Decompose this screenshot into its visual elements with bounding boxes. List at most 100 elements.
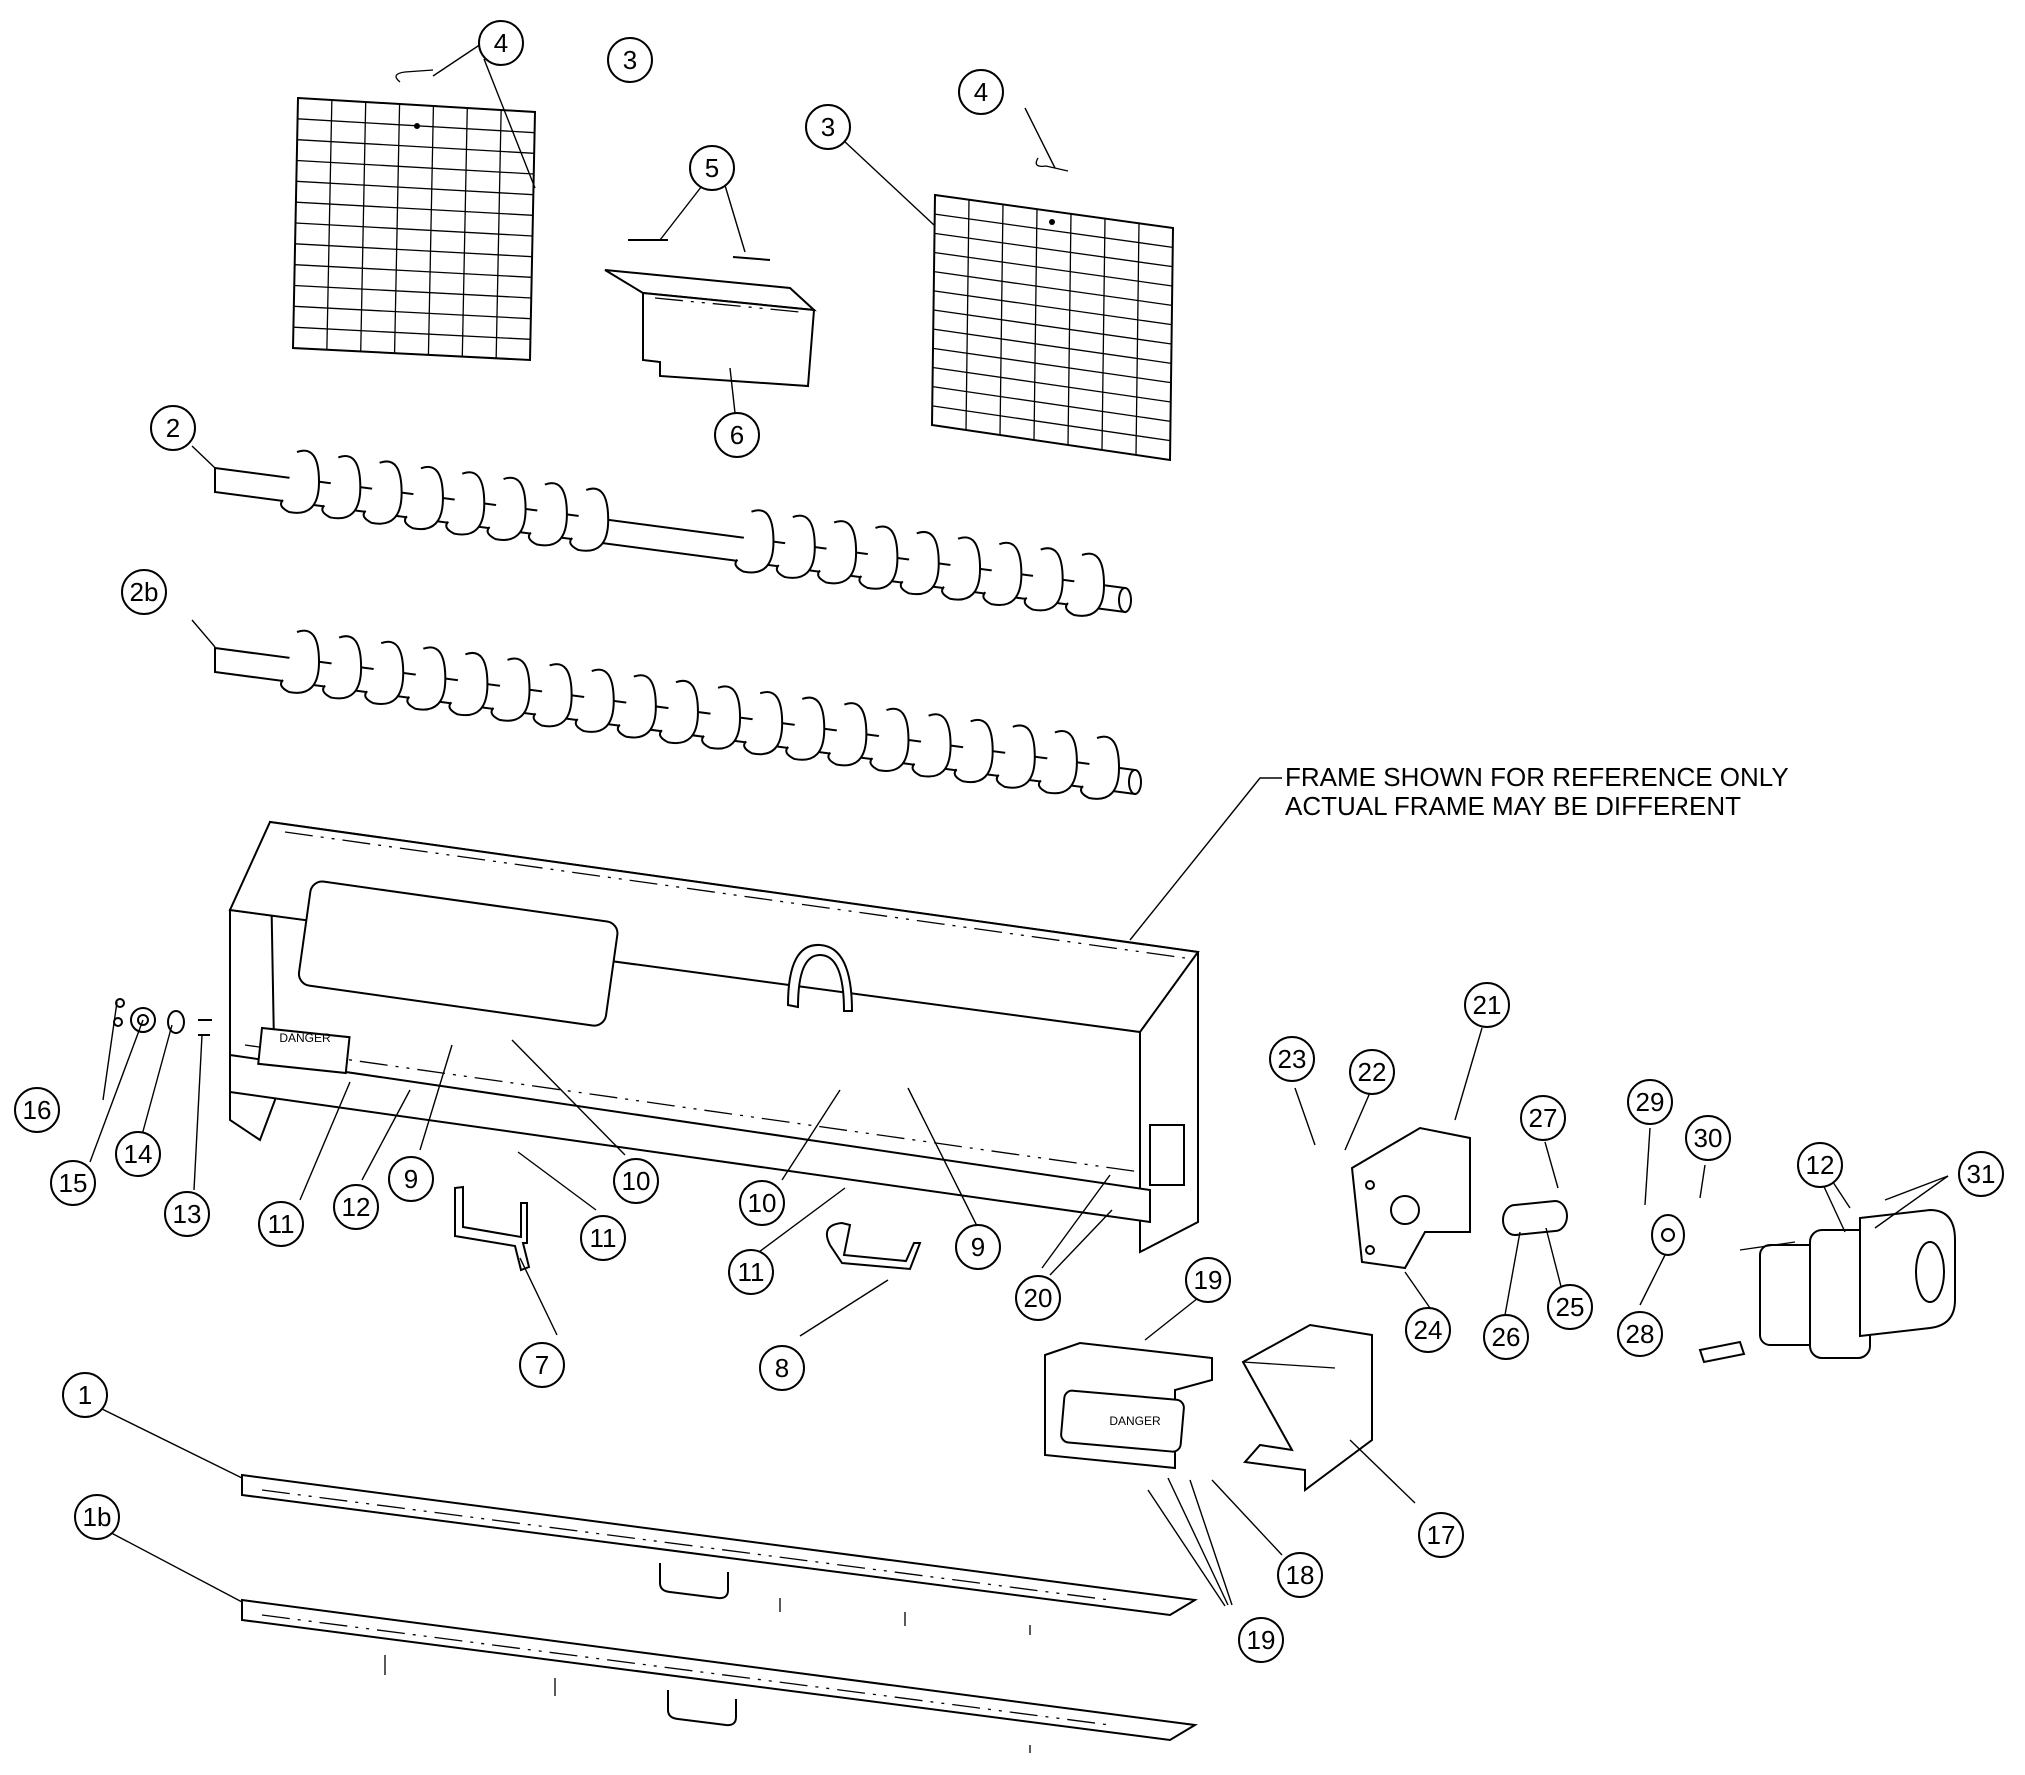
svg-text:31: 31 — [1967, 1159, 1996, 1189]
hopper-frame: DANGER — [228, 820, 1200, 1254]
svg-text:27: 27 — [1529, 1103, 1558, 1133]
callout-23: 23 — [1269, 1036, 1315, 1082]
cover-plate — [604, 269, 817, 388]
svg-text:25: 25 — [1556, 1292, 1585, 1322]
callout-15: 15 — [50, 1160, 96, 1206]
frame-danger-decal: DANGER — [279, 1031, 331, 1045]
svg-text:8: 8 — [775, 1353, 789, 1383]
svg-text:20: 20 — [1024, 1283, 1053, 1313]
callout-18: 18 — [1277, 1552, 1323, 1598]
callout-27: 27 — [1520, 1095, 1566, 1141]
note-line-1: FRAME SHOWN FOR REFERENCE ONLY — [1285, 762, 1789, 792]
handle-8 — [826, 1221, 922, 1271]
callout-4a: 4 — [478, 20, 524, 66]
callout-9b: 9 — [955, 1224, 1001, 1270]
pins-5 — [628, 239, 771, 261]
svg-text:3: 3 — [821, 112, 835, 142]
callout-1b: 1b — [74, 1494, 120, 1540]
svg-text:15: 15 — [59, 1168, 88, 1198]
svg-text:2: 2 — [166, 413, 180, 443]
callout-11c: 11 — [728, 1249, 774, 1295]
skid-1 — [241, 1473, 1198, 1635]
callout-12b: 12 — [1797, 1142, 1843, 1188]
callout-8: 8 — [759, 1345, 805, 1391]
gearbox-cover-18: DANGER — [1044, 1341, 1213, 1470]
callout-4b: 4 — [958, 69, 1004, 115]
coupler-25 — [1502, 1199, 1568, 1236]
clip-pin-left — [395, 69, 434, 83]
callout-19b: 19 — [1238, 1617, 1284, 1663]
callouts: 1 1b 2 2b 3 3 4 4 5 6 7 8 9 9 10 10 11 1… — [14, 20, 2004, 1663]
svg-text:24: 24 — [1414, 1315, 1443, 1345]
svg-text:1b: 1b — [83, 1502, 112, 1532]
callout-11b: 11 — [580, 1215, 626, 1261]
callout-28: 28 — [1617, 1311, 1663, 1357]
callout-30: 30 — [1685, 1115, 1731, 1161]
callout-11a: 11 — [258, 1201, 304, 1247]
svg-text:12: 12 — [1806, 1150, 1835, 1180]
svg-text:2b: 2b — [130, 577, 159, 607]
callout-25: 25 — [1547, 1284, 1593, 1330]
callout-29: 29 — [1627, 1079, 1673, 1125]
bearing-28 — [1651, 1214, 1685, 1256]
skid-1b — [241, 1598, 1198, 1753]
svg-text:28: 28 — [1626, 1319, 1655, 1349]
callout-2b: 2b — [121, 569, 167, 615]
clip-pin-right — [1035, 157, 1069, 172]
svg-text:19: 19 — [1194, 1265, 1223, 1295]
gear-motor-31 — [1698, 1208, 1956, 1364]
svg-text:11: 11 — [268, 1209, 295, 1239]
grate-right — [930, 193, 1175, 462]
svg-text:9: 9 — [404, 1164, 418, 1194]
callout-31: 31 — [1958, 1151, 2004, 1197]
svg-text:22: 22 — [1358, 1057, 1387, 1087]
handle-7 — [454, 1185, 531, 1272]
callout-10a: 10 — [613, 1158, 659, 1204]
callout-3b: 3 — [805, 104, 851, 150]
callout-6: 6 — [714, 412, 760, 458]
callout-19a: 19 — [1185, 1257, 1231, 1303]
svg-text:17: 17 — [1427, 1520, 1456, 1550]
svg-text:26: 26 — [1492, 1322, 1521, 1352]
callout-5: 5 — [689, 145, 735, 191]
callout-10b: 10 — [739, 1180, 785, 1226]
note-line-2: ACTUAL FRAME MAY BE DIFFERENT — [1285, 791, 1741, 821]
callout-1: 1 — [62, 1372, 108, 1418]
callout-26: 26 — [1483, 1314, 1529, 1360]
callout-13: 13 — [164, 1191, 210, 1237]
svg-text:4: 4 — [494, 28, 508, 58]
callout-16: 16 — [14, 1087, 60, 1133]
svg-text:13: 13 — [173, 1199, 202, 1229]
svg-text:18: 18 — [1286, 1560, 1315, 1590]
callout-12a: 12 — [333, 1184, 379, 1230]
auger-2b — [214, 629, 1142, 800]
svg-text:3: 3 — [623, 45, 637, 75]
callout-24: 24 — [1405, 1307, 1451, 1353]
bearing-assembly-left — [113, 998, 212, 1036]
callout-14: 14 — [115, 1131, 161, 1177]
svg-text:29: 29 — [1636, 1087, 1665, 1117]
grate-left — [291, 96, 537, 362]
callout-9a: 9 — [388, 1156, 434, 1202]
svg-text:9: 9 — [971, 1232, 985, 1262]
svg-text:21: 21 — [1473, 990, 1502, 1020]
callout-17: 17 — [1418, 1512, 1464, 1558]
svg-text:5: 5 — [705, 153, 719, 183]
svg-text:14: 14 — [124, 1139, 153, 1169]
callout-20: 20 — [1015, 1275, 1061, 1321]
cover-danger-decal: DANGER — [1109, 1414, 1161, 1428]
svg-text:10: 10 — [748, 1188, 777, 1218]
svg-text:19: 19 — [1247, 1625, 1276, 1655]
shield-17 — [1241, 1323, 1373, 1492]
svg-text:30: 30 — [1694, 1123, 1723, 1153]
bracket-21 — [1350, 1126, 1471, 1270]
callout-21: 21 — [1464, 982, 1510, 1028]
callout-7: 7 — [519, 1342, 565, 1388]
svg-text:10: 10 — [622, 1166, 651, 1196]
svg-text:16: 16 — [23, 1095, 52, 1125]
svg-text:11: 11 — [590, 1223, 617, 1253]
svg-text:7: 7 — [535, 1350, 549, 1380]
callout-2: 2 — [150, 405, 196, 451]
auger-2 — [214, 449, 1132, 617]
